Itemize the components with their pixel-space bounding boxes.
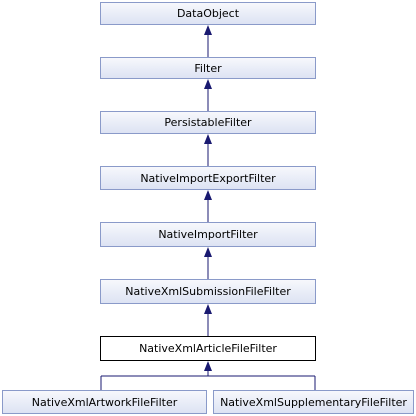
class-node-nativexmlsubmissionfilefilter[interactable]: NativeXmlSubmissionFileFilter	[100, 279, 316, 304]
class-label-nativexmlsupplementaryfilefilter: NativeXmlSupplementaryFileFilter	[220, 395, 407, 409]
edge-nativexmlarticlefilefilter-to-nativexmlsubmissionfilefilter	[204, 304, 212, 336]
edge-children-to-nativexmlarticlefilefilter	[100, 361, 316, 390]
edge-nativeimportexportfilter-to-persistablefilter	[204, 134, 212, 166]
class-label-persistablefilter: PersistableFilter	[164, 116, 252, 129]
class-label-nativexmlarticlefilefilter: NativeXmlArticleFileFilter	[139, 342, 277, 355]
class-label-dataobject: DataObject	[176, 7, 240, 20]
edge-filter-to-dataobject	[204, 25, 212, 57]
class-label-nativexmlsubmissionfilefilter: NativeXmlSubmissionFileFilter	[125, 285, 291, 298]
edge-nativeimportfilter-to-nativeimportexportfilter	[204, 190, 212, 222]
edge-persistablefilter-to-filter	[204, 79, 212, 111]
edge-nativexmlsubmissionfilefilter-to-nativeimportfilter	[204, 247, 212, 279]
class-node-nativexmlartworkfilefilter[interactable]: NativeXmlArtworkFileFilter	[2, 390, 207, 414]
class-node-dataobject[interactable]: DataObject	[100, 2, 316, 25]
class-node-nativexmlsupplementaryfilefilter[interactable]: NativeXmlSupplementaryFileFilter	[213, 390, 414, 414]
class-node-nativeimportfilter[interactable]: NativeImportFilter	[100, 222, 316, 247]
class-node-nativexmlarticlefilefilter: NativeXmlArticleFileFilter	[100, 336, 316, 361]
class-label-nativeimportfilter: NativeImportFilter	[158, 228, 258, 241]
class-label-filter: Filter	[194, 61, 222, 75]
class-label-nativeimportexportfilter: NativeImportExportFilter	[140, 171, 276, 185]
class-node-filter[interactable]: Filter	[100, 57, 316, 79]
class-node-persistablefilter[interactable]: PersistableFilter	[100, 111, 316, 134]
class-node-nativeimportexportfilter[interactable]: NativeImportExportFilter	[100, 166, 316, 190]
class-label-nativexmlartworkfilefilter: NativeXmlArtworkFileFilter	[31, 395, 178, 409]
